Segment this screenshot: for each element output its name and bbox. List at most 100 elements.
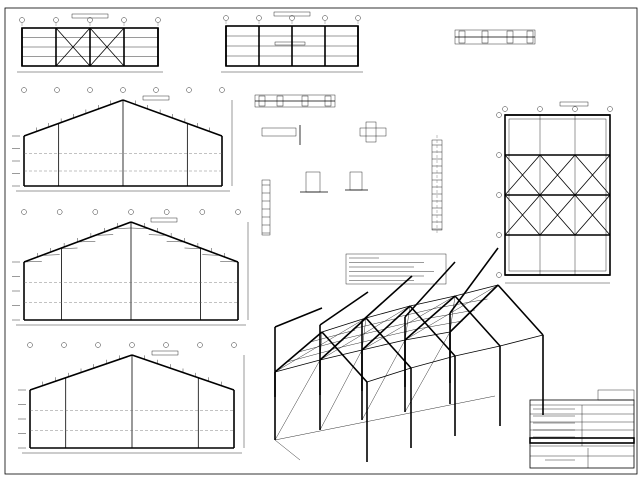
- side-elevation-1: [17, 13, 163, 73]
- grid-bubble: [355, 15, 361, 21]
- drawing-line: [286, 349, 332, 363]
- grid-bubble: [19, 17, 25, 23]
- gable-elevation-2: [12, 209, 249, 326]
- drawing-line: [397, 306, 442, 318]
- drawing-line: [404, 284, 499, 341]
- drawing-line: [113, 227, 132, 229]
- drawing-rect: [349, 171, 363, 191]
- drawing-line: [354, 318, 397, 329]
- sheet-border: [4, 7, 638, 475]
- drawing-rect: [273, 11, 311, 17]
- grid-bubble: [572, 106, 578, 112]
- drawing-rect: [529, 399, 635, 469]
- grid-bubble: [496, 112, 502, 118]
- drawing-line: [361, 339, 406, 421]
- drawing-line: [310, 329, 356, 343]
- drawing-line: [449, 284, 499, 333]
- drawing-line: [417, 320, 463, 330]
- grid-bubble: [121, 17, 127, 23]
- side-elevation-2: [221, 11, 363, 73]
- drawing-line: [361, 339, 406, 351]
- drawing-line: [574, 154, 611, 196]
- drawing-rect: [151, 350, 179, 356]
- drawing-line: [504, 154, 541, 196]
- drawing-rect: [150, 217, 178, 223]
- drawing-line: [41, 254, 60, 256]
- drawing-line: [202, 254, 221, 256]
- drawing-line: [166, 241, 185, 243]
- drawing-line: [454, 295, 501, 347]
- drawing-line: [409, 305, 456, 357]
- grid-bubble: [223, 15, 229, 21]
- grid-bubble: [502, 106, 508, 112]
- drawing-line: [429, 309, 476, 319]
- drawing-line: [77, 241, 96, 243]
- drawing-line: [361, 275, 413, 322]
- grid-bubble: [95, 342, 101, 348]
- roof-plan: [496, 101, 613, 284]
- drawing-rect: [345, 253, 447, 285]
- drawing-rect: [324, 95, 332, 107]
- drawing-line: [361, 295, 456, 351]
- grid-bubble: [256, 15, 262, 21]
- drawing-line: [365, 317, 412, 369]
- drawing-line: [499, 334, 544, 347]
- drawing-line: [89, 27, 125, 67]
- grid-bubble: [54, 87, 60, 93]
- grid-bubble: [27, 342, 33, 348]
- grid-bubble: [231, 342, 237, 348]
- notes-box: [345, 253, 447, 285]
- grid-bubble: [235, 209, 241, 215]
- grid-bubble: [496, 192, 502, 198]
- grid-bubble: [61, 342, 67, 348]
- drawing-line: [184, 247, 203, 249]
- drawing-line: [404, 261, 456, 318]
- drawing-line: [454, 345, 501, 357]
- isometric-view: [274, 247, 544, 462]
- drawing-line: [404, 331, 451, 341]
- gable-elevation-3: [18, 342, 245, 454]
- drawing-line: [319, 305, 411, 361]
- drawing-line: [319, 349, 363, 361]
- grid-bubble: [496, 232, 502, 238]
- drawing-line: [404, 331, 451, 413]
- grid-bubble: [496, 152, 502, 158]
- grid-bubble: [21, 87, 27, 93]
- drawing-rect: [359, 127, 387, 137]
- drawing-line: [321, 317, 367, 333]
- grid-bubble: [155, 17, 161, 23]
- drawing-rect: [481, 30, 489, 44]
- drawing-line: [539, 154, 576, 196]
- grid-bubble: [87, 17, 93, 23]
- drawing-rect: [142, 95, 170, 101]
- grid-bubble: [120, 87, 126, 93]
- grid-bubble: [197, 342, 203, 348]
- drawing-line: [298, 339, 344, 353]
- drawing-rect: [261, 127, 297, 137]
- drawing-line: [274, 395, 496, 441]
- drawing-rect: [458, 30, 466, 44]
- drawing-line: [274, 439, 301, 461]
- grid-bubble: [219, 87, 225, 93]
- grid-bubble: [163, 342, 169, 348]
- drawing-rect: [71, 13, 109, 19]
- drawing-line: [319, 349, 363, 431]
- drawing-line: [409, 295, 456, 307]
- drawing-rect: [529, 437, 635, 444]
- drawing-line: [274, 359, 321, 441]
- gable-elevation-1: [12, 87, 233, 192]
- grid-bubble: [56, 209, 63, 215]
- drawing-line: [59, 247, 78, 249]
- grid-bubble: [92, 209, 99, 215]
- drawing-line: [365, 305, 411, 319]
- drawing-rect: [597, 389, 635, 401]
- drawing-line: [454, 284, 499, 297]
- drawing-line: [449, 247, 499, 314]
- drawing-rect: [305, 171, 321, 193]
- drawing-rect: [365, 121, 377, 143]
- drawing-line: [442, 298, 488, 308]
- drawing-line: [274, 307, 323, 328]
- connection-details: [254, 29, 536, 236]
- drawing-line: [274, 359, 321, 373]
- grid-bubble: [21, 209, 27, 215]
